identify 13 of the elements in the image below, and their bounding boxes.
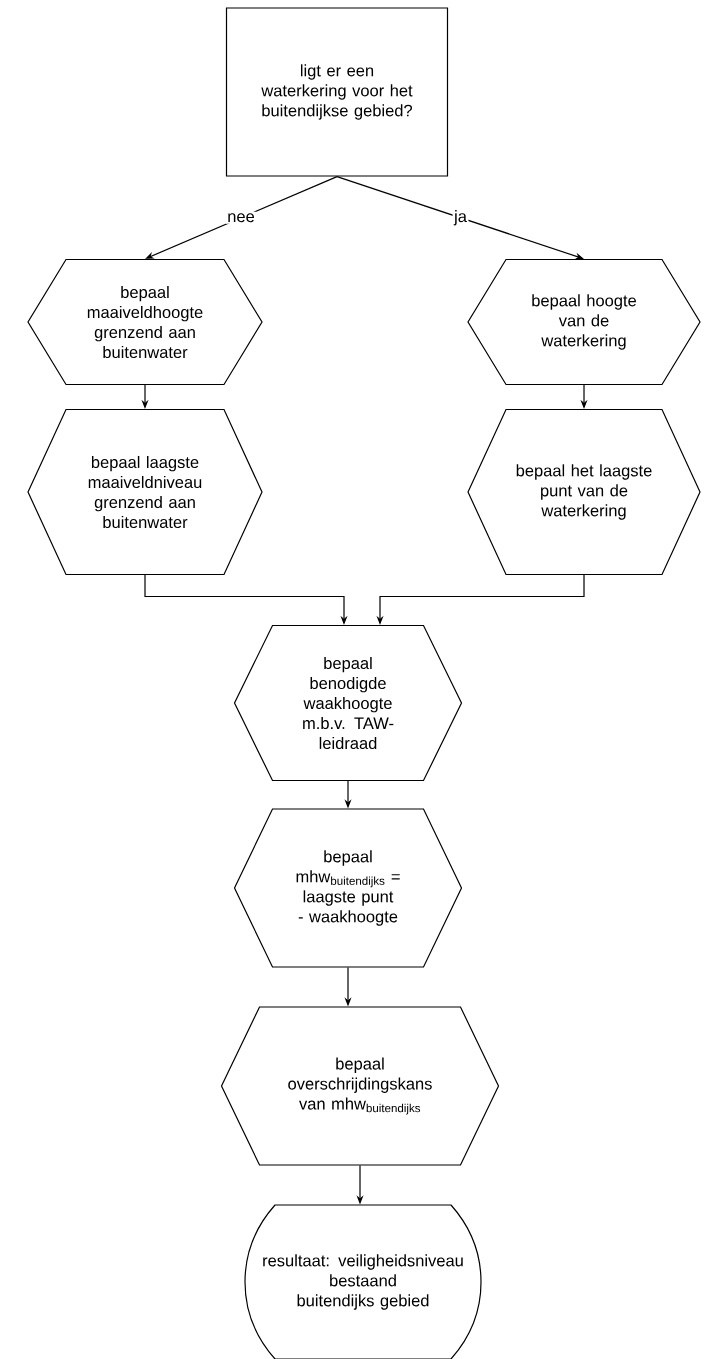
- process-hexagon: bepaal benodigde waakhoogte m.b.v. TAW-leidraad: [233, 624, 463, 782]
- arrow: [336, 176, 584, 260]
- process-hexagon: bepaal maaiveldhoogte grenzend aan buitenwater: [27, 258, 263, 386]
- edge-label: nee: [228, 213, 254, 223]
- process-hexagon: bepaal het laagste punt van de waterkering: [467, 408, 701, 576]
- edge-label: ja: [453, 210, 467, 226]
- process-hexagon: bepaal hoogte van de waterkering: [467, 258, 701, 386]
- arrow: [145, 176, 338, 259]
- process-hexagon: bepaal overschrijdingskans $\text{van mhw}_{\text{buitendijks}}$: [220, 1006, 500, 1166]
- process-hexagon: bepaal $\text{mhw}_{\text{buitendijks}}$ = laagste punt - waakhoogte: [233, 808, 463, 968]
- decision-box: ligt er een waterkering voor het buitendijkse gebied?: [225, 7, 449, 177]
- process-hexagon: bepaal laagste maaiveldniveau grenzend aan buitenwater: [27, 408, 263, 576]
- result-terminal: resultaat: veiligheidsniveau bestaand buitendijks gebied: [244, 1204, 482, 1359]
